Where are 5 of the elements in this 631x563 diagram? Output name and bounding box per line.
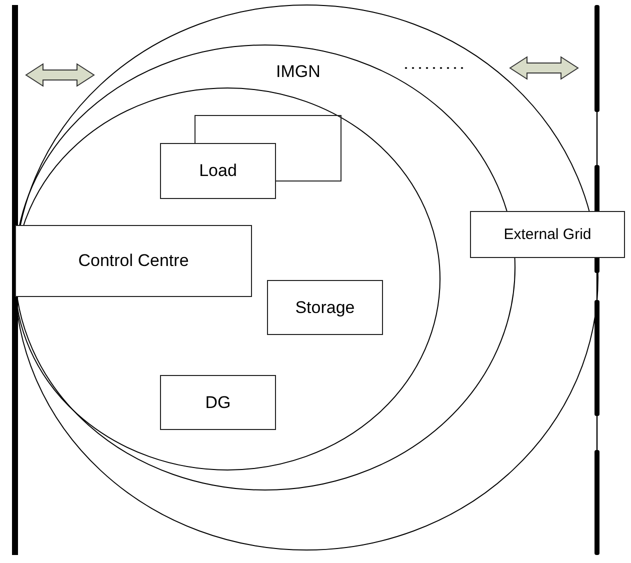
component-box: DG: [160, 375, 276, 430]
group-label: IMGN: [276, 62, 320, 82]
component-box: External Grid: [470, 211, 625, 258]
component-box: Load: [160, 143, 276, 199]
component-box: Storage: [267, 280, 383, 335]
